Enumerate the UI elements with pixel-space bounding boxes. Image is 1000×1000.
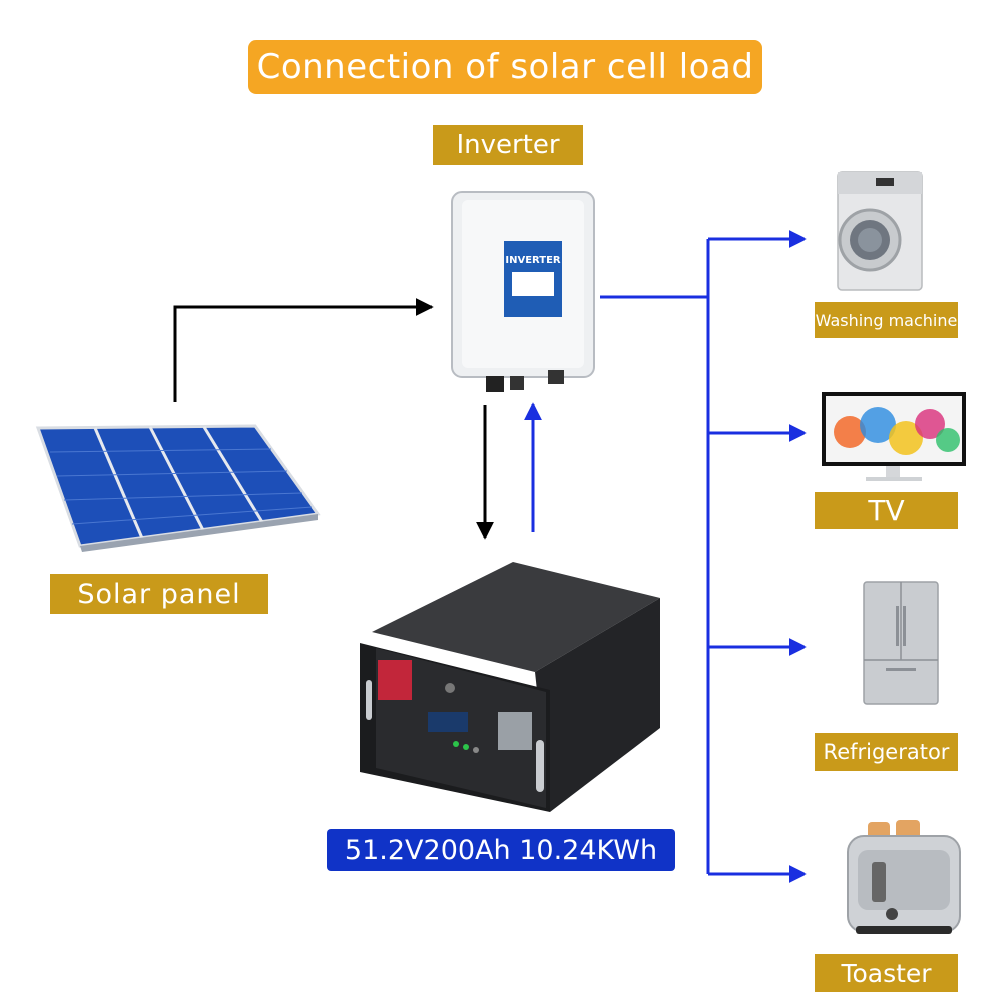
refrigerator-icon xyxy=(863,581,939,705)
load-distribution-lines xyxy=(600,230,807,883)
toaster-icon xyxy=(847,820,961,934)
inverter-label: Inverter xyxy=(433,125,583,165)
refrigerator-label: Refrigerator xyxy=(815,733,958,771)
arrow-solar-to-inverter xyxy=(173,298,434,402)
inverter-icon: INVERTER xyxy=(451,191,595,392)
toaster-label: Toaster xyxy=(815,954,958,992)
inverter-screen-label: INVERTER xyxy=(505,255,561,266)
solar-panel-icon xyxy=(35,424,321,552)
washing-machine-label: Washing machine xyxy=(815,302,958,338)
battery-icon xyxy=(360,562,660,812)
solar-panel-label: Solar panel xyxy=(50,574,268,614)
tv-label: TV xyxy=(815,492,958,529)
washing-machine-icon xyxy=(837,171,923,291)
battery-spec-label: 51.2V200Ah 10.24KWh xyxy=(327,829,675,871)
tv-icon xyxy=(822,392,966,481)
diagram-title: Connection of solar cell load xyxy=(248,40,762,94)
